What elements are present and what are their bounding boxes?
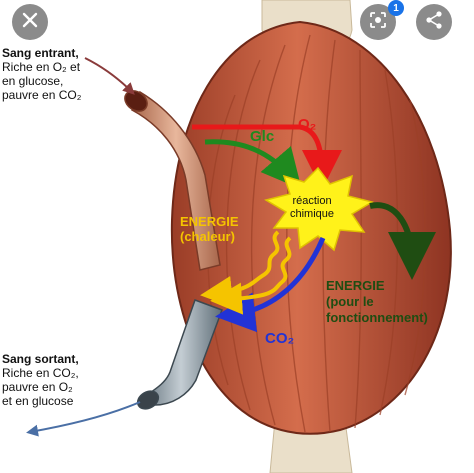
blood-in-title: Sang entrant, [2,46,79,60]
co2-label: CO₂ [265,330,295,347]
energy-work-line1: ENERGIE [326,278,385,293]
blood-out-arrow [26,401,141,437]
blood-in-line2: en glucose, [2,74,64,88]
reaction-label: réaction chimique [290,195,334,221]
vein-opening [136,390,160,410]
energy-work-line2: (pour le [326,294,374,309]
blood-out-title: Sang sortant, [2,352,79,366]
blood-out-line3: et en glucose [2,394,74,408]
lens-badge: 1 [388,0,404,16]
lens-icon [368,10,388,35]
blood-in-line1: Riche en O₂ et [2,60,81,74]
o2-arrow [192,124,342,190]
energy-work-label: ENERGIE (pour le fonctionnement) [326,278,428,326]
close-icon [22,12,38,33]
blood-in-arrow [84,57,135,95]
heat-arrow-1 [210,236,292,315]
o2-label: O₂ [298,116,317,133]
energy-heat-line2: (chaleur) [180,229,235,244]
energy-work-arrow [369,202,436,280]
share-button[interactable] [416,4,452,40]
reaction-burst [264,166,374,252]
energy-heat-line1: ENERGIE [180,214,239,229]
reaction-line2: chimique [290,208,335,220]
glc-arrow [204,139,302,190]
close-button[interactable] [12,4,48,40]
blood-in-label: Sang entrant, Riche en O₂ et en glucose,… [2,46,81,102]
blood-out-line2: pauvre en O₂ [2,380,73,394]
artery [131,90,221,271]
co2-arrow [215,237,326,333]
share-icon [424,10,444,35]
energy-work-line3: fonctionnement) [326,310,428,325]
blood-out-line1: Riche en CO₂, [2,366,79,380]
blood-out-label: Sang sortant, Riche en CO₂, pauvre en O₂… [2,352,79,408]
blood-in-line3: pauvre en CO₂ [2,88,82,102]
energy-heat-label: ENERGIE (chaleur) [180,214,239,244]
reaction-line1: réaction [292,195,332,207]
glc-label: Glc [250,128,275,145]
heat-arrow-2 [200,230,280,308]
